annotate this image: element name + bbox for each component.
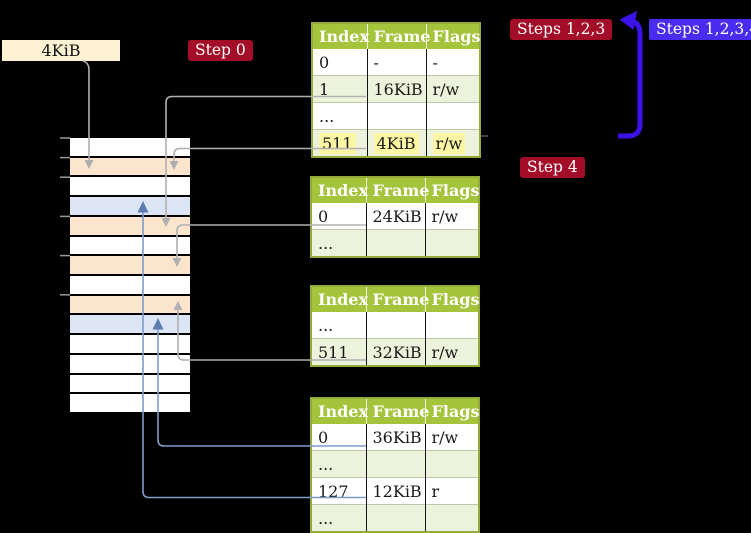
table-cell: 127 bbox=[311, 477, 366, 505]
table-cell: ... bbox=[311, 450, 366, 478]
column-header: Flags bbox=[425, 23, 481, 49]
arrowhead-left-icon bbox=[619, 11, 637, 30]
table-cell: 0 bbox=[318, 427, 329, 447]
step-0-badge: Step 0 bbox=[188, 40, 253, 61]
table-cell: 36KiB bbox=[365, 424, 425, 451]
table-cell: 12KiB bbox=[365, 477, 425, 505]
table-cell: r/w bbox=[424, 424, 479, 451]
highlighted-value: r/w bbox=[432, 132, 466, 154]
table-cell bbox=[365, 312, 425, 339]
table-cell: 1 bbox=[312, 75, 367, 103]
table-row: ... bbox=[311, 229, 479, 257]
memory-frame-row-page-table bbox=[70, 216, 190, 235]
table-cell bbox=[365, 504, 425, 532]
table-cell bbox=[424, 312, 479, 339]
table-cell bbox=[365, 229, 425, 257]
column-header: Frame bbox=[365, 286, 429, 312]
table-cell: 0 bbox=[319, 52, 330, 72]
table-cell bbox=[424, 229, 479, 257]
table-cell: ... bbox=[311, 229, 366, 257]
memory-frame-row-unused bbox=[70, 335, 190, 353]
memory-address-ticks bbox=[60, 137, 70, 296]
memory-frame-row-unused bbox=[70, 374, 190, 393]
physical-memory-column bbox=[70, 138, 190, 413]
table-cell: 511 bbox=[312, 129, 367, 157]
table-cell: ... bbox=[311, 504, 366, 532]
memory-frame-row-page-table bbox=[70, 157, 190, 176]
table-row: ... bbox=[312, 102, 480, 130]
highlighted-value: 4KiB bbox=[373, 132, 419, 154]
table-cell bbox=[365, 450, 425, 478]
column-header: Index bbox=[311, 398, 368, 424]
table-cell: - bbox=[425, 49, 480, 76]
table-cell bbox=[424, 504, 479, 532]
memory-frame-row-mapped-page bbox=[70, 315, 190, 334]
table-cell: - bbox=[366, 49, 426, 76]
memory-frame-row-unused bbox=[70, 236, 190, 255]
column-header: Frame bbox=[365, 398, 429, 424]
column-header: Flags bbox=[424, 286, 480, 312]
table-cell: 16KiB bbox=[366, 75, 426, 103]
memory-frame-row-page-table bbox=[70, 295, 190, 314]
memory-frame-row-unused bbox=[70, 276, 190, 294]
column-header: Flags bbox=[424, 177, 480, 203]
table-row: ... bbox=[311, 450, 479, 478]
column-header: Index bbox=[312, 23, 369, 49]
memory-frame-row-unused bbox=[70, 354, 190, 373]
table-cell: ... bbox=[312, 102, 367, 130]
table-row: ... bbox=[311, 504, 479, 532]
steps-1-2-3-badge: Steps 1,2,3 bbox=[510, 19, 613, 40]
column-header: Flags bbox=[424, 398, 480, 424]
table-cell bbox=[424, 450, 479, 478]
table-cell bbox=[366, 102, 426, 130]
table-cell: 32KiB bbox=[365, 338, 425, 366]
memory-frame-row-page-table bbox=[70, 256, 190, 275]
column-header: Index bbox=[311, 286, 368, 312]
column-header: Index bbox=[311, 177, 368, 203]
highlighted-value: 511 bbox=[319, 132, 356, 154]
column-header: Frame bbox=[366, 23, 430, 49]
table-cell bbox=[425, 102, 480, 130]
memory-frame-row-unused bbox=[70, 394, 190, 413]
column-header: Frame bbox=[365, 177, 429, 203]
table-row: ... bbox=[311, 312, 479, 339]
table-cell: r/w bbox=[424, 203, 479, 230]
memory-frame-row-mapped-page bbox=[70, 197, 190, 215]
table-cell: ... bbox=[318, 315, 334, 335]
steps-1-2-3-4-badge: Steps 1,2,3,4 bbox=[649, 19, 751, 40]
table-cell: 511 bbox=[311, 338, 366, 366]
step-4-badge: Step 4 bbox=[520, 157, 585, 178]
table-cell: 0 bbox=[318, 206, 329, 226]
table-cell: 24KiB bbox=[365, 203, 425, 230]
table-row: 0 -- bbox=[312, 49, 480, 76]
table-cell: r/w bbox=[424, 338, 479, 366]
table-cell: r/w bbox=[425, 129, 480, 157]
memory-frame-row-unused bbox=[70, 138, 190, 156]
table-cell: 4KiB bbox=[366, 129, 426, 157]
memory-frame-row-unused bbox=[70, 177, 190, 196]
table-row: 511 4KiB r/w bbox=[312, 129, 480, 157]
table-cell: r/w bbox=[425, 75, 480, 103]
frame-size-label: 4KiB bbox=[2, 40, 120, 61]
table-cell: r bbox=[424, 477, 479, 505]
recursive-loop-arrow bbox=[618, 18, 643, 139]
